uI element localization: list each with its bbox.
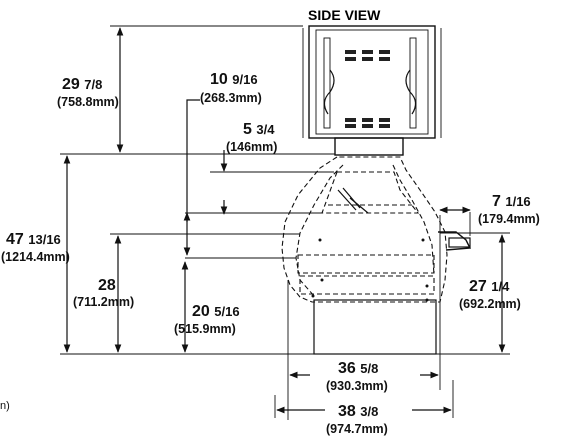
dim-5-mm: (146mm) [226, 140, 277, 154]
dim-28-mm: (711.2mm) [73, 295, 134, 309]
cut-off-text: n) [0, 400, 10, 412]
dim-28-label: 28 [98, 277, 116, 294]
dim-29-label: 29 7/8 [62, 76, 102, 93]
dim-36-label: 36 5/8 [338, 360, 378, 377]
view-title: SIDE VIEW [308, 7, 381, 23]
dim-27-mm: (692.2mm) [459, 297, 521, 311]
dim-20-mm: (515.9mm) [174, 322, 236, 336]
dim-27-label: 27 1/4 [469, 278, 510, 295]
dimension-lines [63, 27, 506, 414]
dim-7-label: 7 1/16 [492, 193, 531, 210]
dim-29-mm: (758.8mm) [57, 95, 119, 109]
dim-10-label: 10 9/16 [210, 71, 258, 88]
dimension-labels: 29 7/8 (758.8mm) 10 9/16 (268.3mm) 5 3/4… [0, 71, 540, 436]
dim-7-mm: (179.4mm) [478, 212, 540, 226]
dim-47-label: 47 13/16 [6, 231, 61, 248]
dim-20-label: 20 5/16 [192, 303, 240, 320]
dim-38-mm: (974.7mm) [326, 422, 388, 436]
fireplace-body [281, 156, 472, 355]
dim-10-mm: (268.3mm) [200, 91, 262, 105]
dim-47-mm: (1214.4mm) [1, 250, 70, 264]
dim-5-label: 5 3/4 [243, 121, 275, 138]
dim-38-label: 38 3/8 [338, 403, 378, 420]
extension-lines [60, 25, 510, 420]
dim-36-mm: (930.3mm) [326, 379, 388, 393]
vent-assembly [302, 25, 442, 156]
